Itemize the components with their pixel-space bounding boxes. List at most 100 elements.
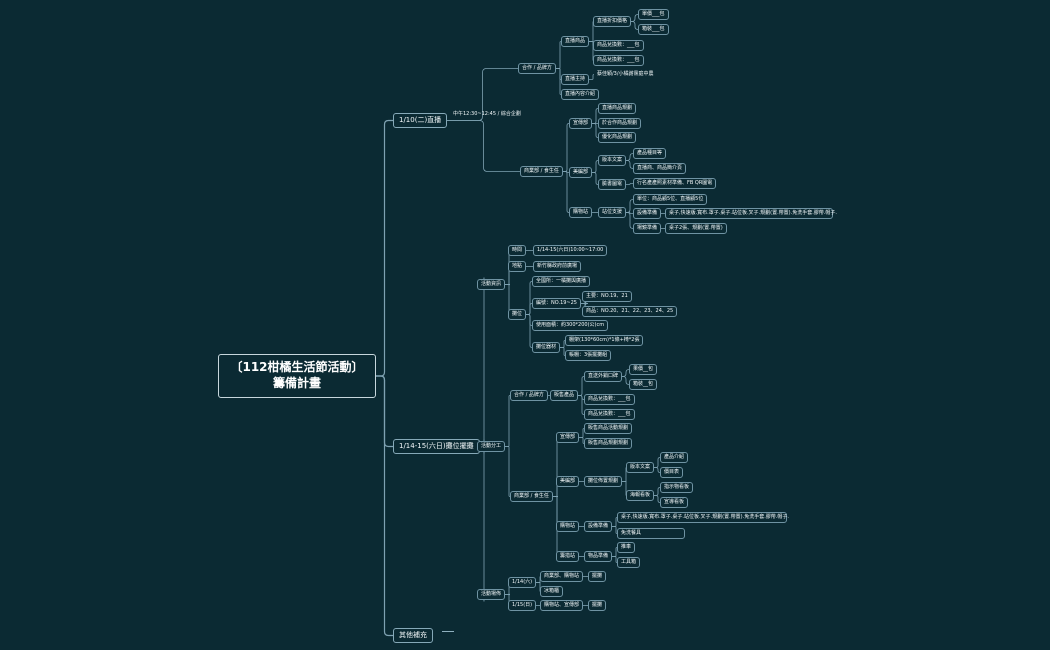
topic-n-sh2[interactable]: 購物站 xyxy=(556,521,580,532)
root-title-line2: 籌備計畫 xyxy=(272,376,321,390)
topic-n-wx2a[interactable]: 販售商品活動規劃 xyxy=(584,423,633,434)
connector-2 xyxy=(376,375,393,637)
topic-n-eq2[interactable]: 設備準備 xyxy=(584,521,613,532)
topic-n-owner1[interactable]: 合作 / 品牌方 xyxy=(518,63,556,74)
topic-n-prep[interactable]: 設備準備 xyxy=(633,208,662,219)
topic-n-dept1[interactable]: 商業部 / 食生任 xyxy=(520,166,563,177)
connector-28 xyxy=(626,212,634,229)
topic-n-sale1[interactable]: 直送外銷口碑 xyxy=(584,371,623,382)
topic-n-copy2b[interactable]: 價目表 xyxy=(660,467,684,478)
topic-n-d1a[interactable]: 商業部、購物站 xyxy=(540,571,584,582)
topic-n-meet[interactable]: 活動資訊 xyxy=(477,279,506,290)
topic-n-poster1[interactable]: 指示物看板 xyxy=(660,482,694,493)
topic-n-live-prod[interactable]: 直播商品 xyxy=(561,36,590,47)
topic-n-p1[interactable]: 單價___包 xyxy=(638,9,669,20)
topic-n-eq2a[interactable]: 桌子,快速版.寬布.罩子.桌子.站位板.叉子.規劃(置.帶置).免洗手套.膠帶.… xyxy=(617,512,789,523)
topic-n-d2a1[interactable]: 擺攤 xyxy=(588,600,607,611)
topic-n-eq2b[interactable]: 免洗餐具 xyxy=(617,528,685,539)
topic-n-wx2b[interactable]: 販售商品規劃規劃 xyxy=(584,438,633,449)
topic-n-price[interactable]: 直播折扣價格 xyxy=(593,16,632,27)
connector-47 xyxy=(505,395,511,447)
connector-22 xyxy=(626,153,634,161)
connector-23 xyxy=(626,160,634,169)
topic-n-s1b[interactable]: 箱裝__包 xyxy=(629,379,658,390)
topic-n-site[interactable]: 站位支援 xyxy=(598,207,627,218)
connector-12 xyxy=(631,21,639,30)
topic-n-prep2[interactable]: 場鏡準備 xyxy=(633,223,662,234)
topic-n-intro[interactable]: 直播內容介紹 xyxy=(561,89,600,100)
connector-27 xyxy=(626,212,633,214)
topic-n-w1[interactable]: 直播商品規劃 xyxy=(598,103,637,114)
topic-n-fb1[interactable]: 行名產產照素材準備、FB QR圖電 xyxy=(633,178,717,189)
root-topic[interactable]: 〔112柑橘生活節活動〕 籌備計畫 xyxy=(218,354,376,398)
topic-n-poster[interactable]: 海報看板 xyxy=(626,490,655,501)
topic-n-fengmei[interactable]: 美編部 xyxy=(569,167,593,178)
topic-n-sale[interactable]: 販售產品 xyxy=(550,390,579,401)
topic-n-copy2[interactable]: 版本文案 xyxy=(626,462,655,473)
topic-s1-time[interactable]: 中午12:30~12:45 / 綜合企劃 xyxy=(453,111,521,117)
topic-n-d2[interactable]: 1/15(日) xyxy=(508,600,537,611)
topic-n-copy2a[interactable]: 產品介紹 xyxy=(660,452,689,463)
topic-n-place-v[interactable]: 新竹縣政府前廣場 xyxy=(533,261,582,272)
topic-n-time[interactable]: 時間 xyxy=(508,245,527,256)
topic-n-b4b[interactable]: 帳棚：3張擺攤組 xyxy=(565,350,612,361)
topic-n-b2b[interactable]: 商品：NO.20、21、22、23、24、25 xyxy=(582,306,678,317)
connector-52 xyxy=(578,395,585,415)
topic-n-booth[interactable]: 攤位 xyxy=(508,309,527,320)
topic-n-b1[interactable]: 全國所：一橘攤與廣播 xyxy=(532,276,591,287)
topic-n-c1[interactable]: 產品種目等 xyxy=(633,148,667,159)
topic-n-d1a1[interactable]: 擺攤 xyxy=(588,571,607,582)
connector-53 xyxy=(622,369,630,377)
topic-n-c2[interactable]: 直播商、商品簡介頁 xyxy=(633,163,687,174)
topic-n-gear1b[interactable]: 工具箱 xyxy=(617,557,641,568)
topic-n-place[interactable]: 地點 xyxy=(508,261,527,272)
topic-n-host-v[interactable]: 蔡佳穎/3/小橘謝霈庭中農 xyxy=(597,71,654,77)
connector-31 xyxy=(476,277,492,454)
topic-s1[interactable]: 1/10(二)直播 xyxy=(393,113,448,128)
topic-s3[interactable]: 其他補充 xyxy=(393,628,433,643)
topic-n-site1[interactable]: 單位：商品顧5位、直播顧5位 xyxy=(633,194,708,205)
connector-14 xyxy=(563,123,570,172)
connector-13 xyxy=(589,74,595,80)
topic-n-time-v[interactable]: 1/14-15(六日)10:00~17:00 xyxy=(533,245,608,256)
topic-n-b3[interactable]: 使用面積：約300*200(公)cm xyxy=(532,320,609,331)
topic-n-dept2[interactable]: 商業部 / 食生任 xyxy=(510,491,553,502)
topic-n-wenxuan[interactable]: 宣傳部 xyxy=(569,118,593,129)
topic-n-fm2a[interactable]: 攤位佈置規劃 xyxy=(584,476,623,487)
topic-n-setup[interactable]: 活動場佈 xyxy=(477,589,506,600)
topic-n-gear1a[interactable]: 推車 xyxy=(617,542,636,553)
topic-n-d2a[interactable]: 購物站、宣傳部 xyxy=(540,600,584,611)
topic-n-prep1[interactable]: 桌子,快速版.寬布.罩子.桌子.站位板.叉子.規劃(置.帶置).免洗手套.膠帶.… xyxy=(665,208,837,219)
topic-n-work[interactable]: 活動分工 xyxy=(477,441,506,452)
topic-n-b4[interactable]: 攤位器材 xyxy=(532,342,561,353)
connector-5 xyxy=(556,41,562,69)
topic-n-wx2[interactable]: 宣傳部 xyxy=(556,432,580,443)
topic-n-gear1[interactable]: 物品準備 xyxy=(584,551,613,562)
topic-s2[interactable]: 1/14-15(六日)攤位擺攤 xyxy=(393,439,480,454)
topic-n-b4a[interactable]: 棚架(130*60cm)*1條+椅*2張 xyxy=(565,335,644,346)
topic-n-b2a[interactable]: 主要：NO.19、21 xyxy=(582,291,632,302)
topic-n-w2[interactable]: 於合作商品規劃 xyxy=(598,118,642,129)
connector-19 xyxy=(592,123,599,138)
connector-21 xyxy=(592,172,599,185)
topic-n-sale2[interactable]: 商品兌換數：___包 xyxy=(584,394,635,405)
topic-n-d1[interactable]: 1/14(六) xyxy=(508,577,537,588)
topic-n-fm2[interactable]: 美編部 xyxy=(556,476,580,487)
topic-n-poster2[interactable]: 宣導看板 xyxy=(660,497,689,508)
topic-n-shopping[interactable]: 購物站 xyxy=(569,207,593,218)
topic-n-s1a[interactable]: 果價__包 xyxy=(629,364,658,375)
topic-n-owner2[interactable]: 合作 / 品牌方 xyxy=(510,390,548,401)
topic-n-sale3[interactable]: 商品兌換數：___包 xyxy=(584,409,635,420)
topic-n-shipping[interactable]: 商品兌換數：___包 xyxy=(593,55,644,66)
topic-n-prep2a[interactable]: 桌子2張、規劃(置.帶置) xyxy=(665,223,727,234)
topic-n-b2[interactable]: 編號：NO.19~25 xyxy=(532,298,581,309)
topic-n-fbpost[interactable]: 臉書圖電 xyxy=(598,179,627,190)
topic-n-w3[interactable]: 優化商品規劃 xyxy=(598,132,637,143)
topic-n-gear[interactable]: 籌措站 xyxy=(556,551,580,562)
topic-n-d1b[interactable]: 冰箱櫃 xyxy=(540,586,564,597)
connector-0 xyxy=(376,119,393,377)
topic-n-host[interactable]: 直播主持 xyxy=(561,74,590,85)
topic-n-p2[interactable]: 箱裝___包 xyxy=(638,24,669,35)
topic-n-copy[interactable]: 版本文案 xyxy=(598,155,627,166)
topic-n-qty[interactable]: 商品兌換數：___包 xyxy=(593,40,644,51)
